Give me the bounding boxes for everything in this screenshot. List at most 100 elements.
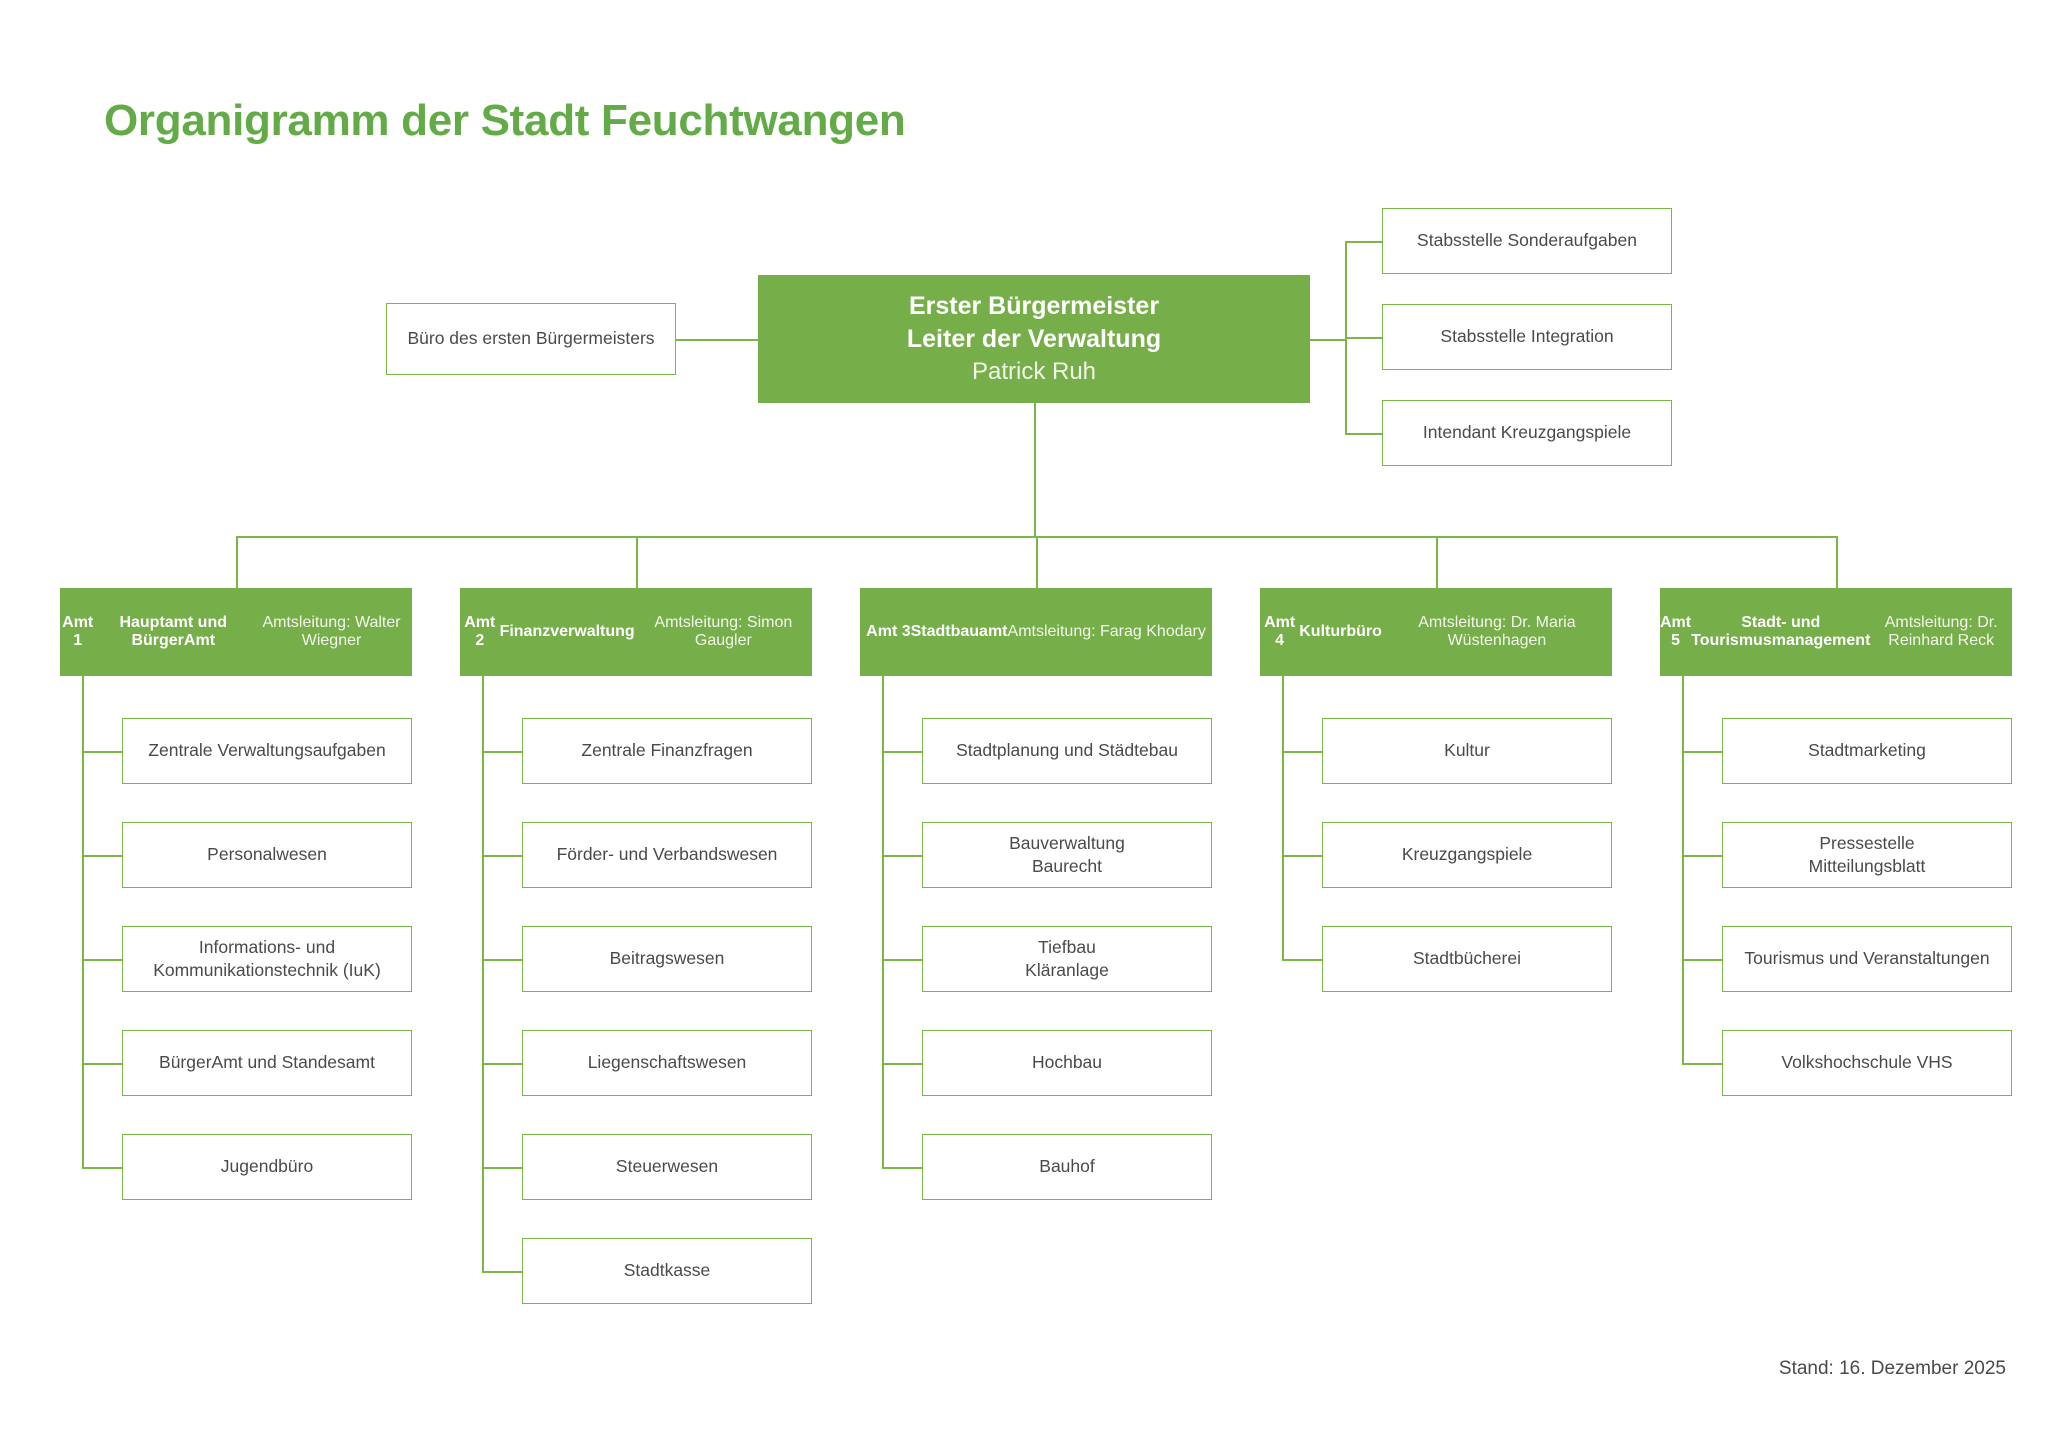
unit-label: Personalwesen [207,844,327,865]
connector-department-drop [1436,536,1438,588]
unit-box[interactable]: Stadtbücherei [1322,926,1612,992]
unit-box[interactable]: Stadtkasse [522,1238,812,1304]
page-title: Organigramm der Stadt Feuchtwangen [104,96,906,145]
unit-label-line1: Informations- und [198,936,336,957]
connector-mayor-to-staff-trunk [1310,339,1345,341]
connector-unit-rail [482,676,484,1271]
connector-department-drop [636,536,638,588]
unit-label-line2: Mitteilungsblatt [1808,856,1926,876]
unit-label: Hochbau [1031,1052,1103,1073]
mayor-person-name: Patrick Ruh [971,358,1097,386]
unit-label: Stadtbücherei [1413,948,1521,969]
staff-unit-label: Stabsstelle Integration [1440,326,1614,347]
unit-box[interactable]: Liegenschaftswesen [522,1030,812,1096]
unit-label: Bauhof [1039,1156,1095,1177]
connector-unit-rail [1682,676,1684,1063]
connector-unit-rail [1282,676,1284,959]
unit-label-line1: Bauverwaltung [1009,832,1125,853]
unit-label: Kultur [1444,740,1490,761]
unit-box[interactable]: Bauhof [922,1134,1212,1200]
unit-label: Tourismus und Veranstaltungen [1744,948,1990,969]
connector-unit-branch [882,751,922,753]
connector-unit-branch [482,1063,522,1065]
staff-unit-box[interactable]: Stabsstelle Integration [1382,304,1672,370]
staff-unit-box[interactable]: Stabsstelle Sonderaufgaben [1382,208,1672,274]
connector-unit-branch [482,1271,522,1273]
office-of-mayor-box[interactable]: Büro des ersten Bürgermeisters [386,303,676,375]
unit-label-line1: Pressestelle [1819,832,1915,853]
unit-box[interactable]: Beitragswesen [522,926,812,992]
unit-box[interactable]: BürgerAmt und Standesamt [122,1030,412,1096]
unit-label: Liegenschaftswesen [587,1052,747,1073]
unit-label: Volkshochschule VHS [1781,1052,1953,1073]
connector-department-drop [236,536,238,588]
unit-box[interactable]: Förder- und Verbandswesen [522,822,812,888]
connector-staff-branch [1345,337,1382,339]
unit-label: Steuerwesen [615,1156,719,1177]
department-number: Amt 4 [1264,614,1296,649]
unit-box[interactable]: Kultur [1322,718,1612,784]
unit-box[interactable]: Zentrale Finanzfragen [522,718,812,784]
unit-label: BürgerAmt und Standesamt [159,1052,375,1073]
mayor-title-line1: Erster Bürgermeister [908,292,1160,321]
stand-date-label: Stand: 16. Dezember 2025 [1778,1358,2006,1379]
staff-unit-box[interactable]: Intendant Kreuzgangspiele [1382,400,1672,466]
connector-mayor-drop [1034,403,1036,536]
connector-unit-branch [882,959,922,961]
connector-unit-branch [1682,959,1722,961]
department-lead: Amtsleitung: Farag Khodary [1007,623,1206,640]
unit-label: Stadtmarketing [1808,740,1926,761]
unit-box[interactable]: Volkshochschule VHS [1722,1030,2012,1096]
connector-unit-branch [82,855,122,857]
connector-unit-rail [82,676,84,1167]
connector-unit-branch [482,751,522,753]
department-number: Amt 2 [464,614,496,649]
unit-label: Förder- und Verbandswesen [556,844,778,865]
department-lead: Amtsleitung: Dr. Maria Wüstenhagen [1418,614,1576,649]
connector-unit-branch [82,959,122,961]
department-name: Stadt- und Tourismusmanagement [1691,614,1871,649]
unit-label: Kreuzgangspiele [1401,844,1533,865]
unit-box[interactable]: Hochbau [922,1030,1212,1096]
connector-unit-branch [482,959,522,961]
unit-label-line1: Tiefbau [1038,936,1096,957]
department-lead: Amtsleitung: Simon Gaugler [654,614,793,649]
staff-unit-label: Intendant Kreuzgangspiele [1422,422,1632,443]
unit-box[interactable]: Jugendbüro [122,1134,412,1200]
department-name: Stadtbauamt [910,623,1008,640]
unit-box[interactable]: Stadtmarketing [1722,718,2012,784]
department-number: Amt 1 [62,614,94,649]
unit-box[interactable]: Stadtplanung und Städtebau [922,718,1212,784]
connector-staff-branch [1345,241,1382,243]
connector-unit-branch [1682,751,1722,753]
connector-unit-branch [1282,751,1322,753]
unit-label: Stadtplanung und Städtebau [956,740,1178,761]
unit-box[interactable]: Steuerwesen [522,1134,812,1200]
department-lead: Amtsleitung: Dr. Reinhard Reck [1884,614,1998,649]
unit-label: Zentrale Verwaltungsaufgaben [148,740,386,761]
unit-box[interactable]: Kreuzgangspiele [1322,822,1612,888]
connector-unit-branch [482,1167,522,1169]
connector-department-drop [1036,536,1038,588]
unit-box[interactable]: Tourismus und Veranstaltungen [1722,926,2012,992]
staff-unit-label: Stabsstelle Sonderaufgaben [1417,230,1637,251]
unit-box[interactable]: Zentrale Verwaltungsaufgaben [122,718,412,784]
unit-box[interactable]: Personalwesen [122,822,412,888]
department-name: Finanzverwaltung [499,623,635,640]
mayor-title-line2: Leiter der Verwaltung [906,324,1162,353]
